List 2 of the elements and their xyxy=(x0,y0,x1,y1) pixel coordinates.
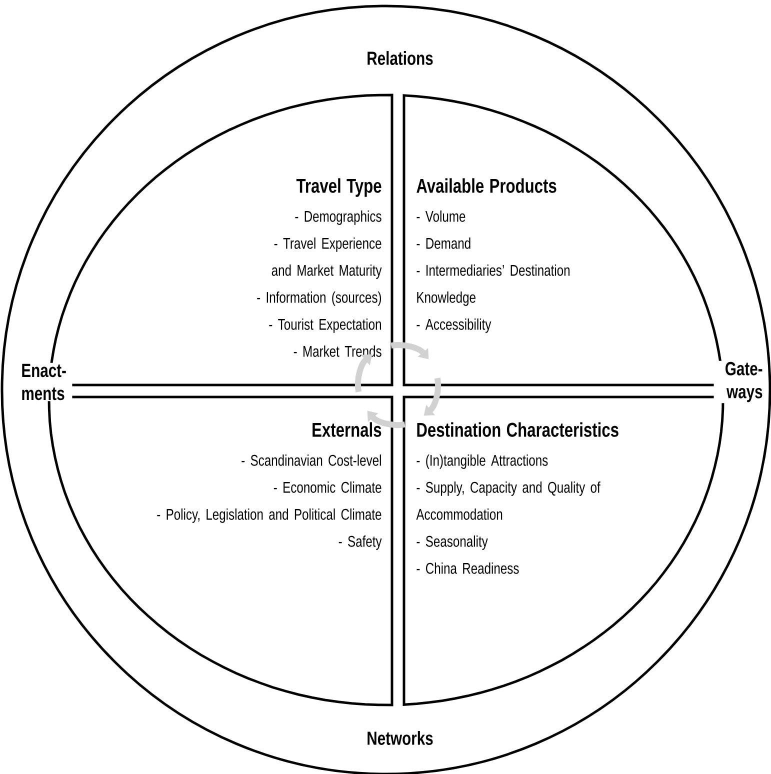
quadrant-panel: Destination Characteristics - (In)tangible Attractions - Supply, Capacity and Quality of Accommodation - Seasonality - China Readiness xyxy=(402,396,724,706)
quadrant-panel: Available Products - Volume - Demand - Intermediaries’ Destination Knowledge - Accessibility xyxy=(402,94,724,386)
